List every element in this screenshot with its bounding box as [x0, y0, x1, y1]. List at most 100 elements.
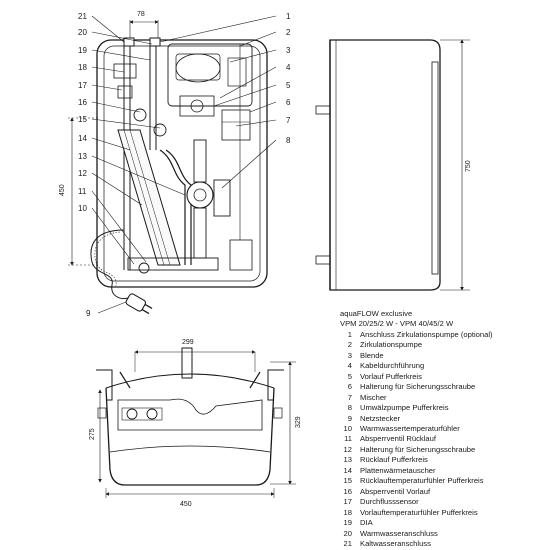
side-view [315, 39, 470, 291]
legend-item-number: 14 [343, 465, 352, 475]
legend-item: 21 Kaltwasseranschluss [340, 539, 545, 549]
legend-item-label: Absperrventil Rücklauf [360, 434, 436, 444]
legend-item-label: Rücklauf Pufferkreis [360, 455, 428, 465]
legend-item-label: Durchflusssensor [360, 497, 419, 507]
legend-item-number: 15 [343, 476, 352, 486]
callout-20: 20 [78, 28, 87, 37]
legend-item-label: Kaltwasseranschluss [360, 538, 431, 548]
callout-17: 17 [78, 81, 87, 90]
legend-item-number: 21 [343, 538, 352, 548]
legend-item-label: Warmwasseranschluss [360, 528, 438, 538]
legend-item-number: 17 [343, 497, 352, 507]
callout-11: 11 [78, 187, 87, 196]
callout-18: 18 [78, 63, 87, 72]
legend-item-label: Warmwassertemperaturfühler [360, 423, 460, 433]
callouts-left: 21 20 19 18 17 16 15 14 13 12 11 10 9 [78, 12, 91, 318]
legend-item: 9 Netzstecker [340, 414, 545, 424]
legend-item-number: 18 [343, 507, 352, 517]
legend-item-number: 20 [343, 528, 352, 538]
legend-item-number: 13 [343, 455, 352, 465]
legend-item-number: 10 [343, 423, 352, 433]
legend-item: 5 Vorlauf Pufferkreis [340, 372, 545, 382]
legend-item-label: Vorlauf Pufferkreis [360, 371, 422, 381]
dim-hook-spacing: 299 [182, 339, 194, 346]
callout-9: 9 [86, 309, 91, 318]
legend: aquaFLOW exclusive VPM 20/25/2 W - VPM 4… [340, 309, 545, 549]
legend-item-label: Zirkulationspumpe [360, 340, 423, 350]
callout-3: 3 [286, 46, 291, 55]
legend-item: 11 Absperrventil Rücklauf [340, 434, 545, 444]
legend-item: 2 Zirkulationspumpe [340, 340, 545, 350]
legend-item-number: 11 [344, 434, 352, 444]
front-housing [96, 39, 268, 288]
callout-7: 7 [286, 116, 291, 125]
legend-models: VPM 20/25/2 W - VPM 40/45/2 W [340, 319, 454, 329]
callout-12: 12 [78, 169, 87, 178]
legend-item-label: Umwälzpumpe Pufferkreis [360, 403, 449, 413]
legend-item-label: Halterung für Sicherungsschraube [360, 444, 476, 454]
legend-product: aquaFLOW exclusive [340, 309, 413, 318]
legend-item: 15 Rücklauftemperaturfühler Pufferkreis [340, 476, 545, 486]
callout-10: 10 [78, 204, 87, 213]
callout-4: 4 [286, 63, 291, 72]
legend-item: 17 Durchflusssensor [340, 497, 545, 507]
legend-item-number: 4 [347, 361, 352, 371]
dim-side-height: 750 [465, 160, 472, 172]
callout-14: 14 [78, 134, 87, 143]
legend-item: 1 Anschluss Zirkulationspumpe (optional) [340, 330, 545, 340]
legend-item-number: 1 [347, 329, 352, 339]
callout-16: 16 [78, 98, 87, 107]
legend-item: 12 Halterung für Sicherungsschraube [340, 445, 545, 455]
legend-item-label: Rücklauftemperaturfühler Pufferkreis [360, 476, 484, 486]
callout-1: 1 [286, 12, 291, 21]
legend-item-label: Anschluss Zirkulationspumpe (optional) [360, 329, 493, 339]
legend-item: 20 Warmwasseranschluss [340, 529, 545, 539]
callouts-right: 1 2 3 4 5 6 7 8 [286, 12, 291, 145]
legend-item-number: 3 [347, 350, 352, 360]
legend-item-number: 12 [343, 444, 352, 454]
legend-item-number: 8 [347, 403, 352, 413]
side-housing [329, 39, 441, 291]
bottom-housing [105, 387, 275, 486]
mains-plug-shape [125, 293, 153, 315]
callout-13: 13 [78, 152, 87, 161]
legend-item-number: 19 [343, 518, 352, 528]
dim-depth-inner: 275 [89, 428, 96, 440]
legend-item-label: Netzstecker [360, 413, 401, 423]
legend-item: 19 DIA [340, 518, 545, 528]
legend-item-number: 7 [347, 392, 352, 402]
legend-item-label: DIA [360, 518, 373, 528]
dim-front-height: 450 [59, 184, 66, 196]
legend-item-number: 6 [347, 382, 352, 392]
legend-item-number: 2 [347, 340, 352, 350]
legend-item-label: Blende [360, 350, 384, 360]
legend-item-label: Absperrventil Vorlauf [360, 486, 431, 496]
legend-item-label: Mischer [360, 392, 387, 402]
callout-21: 21 [78, 12, 87, 21]
dim-bottom-width: 450 [180, 501, 192, 508]
legend-item-label: Halterung für Sicherungsschraube [360, 382, 476, 392]
callout-15: 15 [78, 115, 87, 124]
legend-item: 8 Umwälzpumpe Pufferkreis [340, 403, 545, 413]
legend-item: 14 Plattenwärmetauscher [340, 466, 545, 476]
legend-item: 13 Rücklauf Pufferkreis [340, 455, 545, 465]
front-view [68, 15, 277, 315]
legend-item: 7 Mischer [340, 393, 545, 403]
dim-depth-outer: 329 [295, 416, 302, 428]
legend-item-number: 5 [347, 371, 352, 381]
callout-19: 19 [78, 46, 87, 55]
callout-2: 2 [286, 28, 291, 37]
circulation-pump-shape [186, 181, 214, 209]
legend-item-number: 9 [347, 413, 352, 423]
legend-item-label: Vorlauftemperaturfühler Pufferkreis [360, 507, 478, 517]
legend-item-label: Plattenwärmetauscher [360, 465, 436, 475]
legend-item: 18 Vorlauftemperaturfühler Pufferkreis [340, 508, 545, 518]
legend-item: 10 Warmwassertemperaturfühler [340, 424, 545, 434]
dim-top-width: 78 [137, 11, 145, 18]
callout-5: 5 [286, 81, 291, 90]
callout-6: 6 [286, 98, 291, 107]
legend-item-label: Kabeldurchführung [360, 361, 425, 371]
